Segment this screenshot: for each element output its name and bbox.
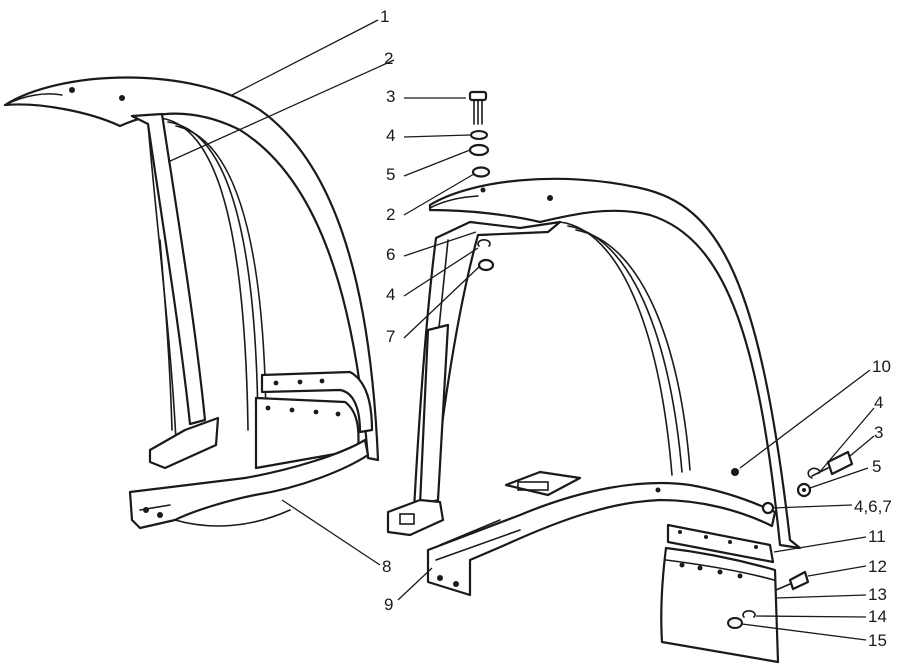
lock-washer-4 (477, 239, 491, 247)
top-hardware-stack (468, 90, 495, 272)
callout-12: 12 (868, 557, 887, 576)
bolt-side (826, 450, 854, 476)
callout-14: 14 (868, 607, 887, 626)
callout-1: 1 (380, 7, 389, 26)
step-pad (504, 470, 582, 497)
callout-15: 15 (868, 631, 887, 650)
callout-8: 8 (382, 557, 391, 576)
right-fender-assembly (386, 177, 854, 664)
lock-washer-top (470, 130, 488, 140)
callout-6: 6 (386, 245, 395, 264)
callout-5-side: 5 (872, 457, 881, 476)
callout-10: 10 (872, 357, 891, 376)
washer-7 (477, 258, 495, 272)
callout-3-top: 3 (386, 87, 395, 106)
callout-5-top: 5 (386, 165, 395, 184)
callout-2-lower: 2 (386, 205, 395, 224)
callout-9: 9 (384, 595, 393, 614)
right-fender-shell (428, 177, 802, 550)
mount-hole-10 (731, 468, 739, 476)
rubber-strip (666, 523, 775, 564)
bolt-head-top (468, 90, 488, 102)
callout-4-mid: 4 (386, 285, 395, 304)
callout-4-side: 4 (874, 393, 883, 412)
right-bracket-foot (386, 498, 445, 537)
nut-15 (727, 617, 743, 629)
callout-11: 11 (868, 527, 886, 546)
flat-washer-top (468, 143, 490, 157)
mud-flap (660, 546, 780, 664)
callout-13: 13 (868, 585, 887, 604)
lock-washer-side (807, 467, 821, 479)
callout-4-6-7: 4,6,7 (854, 497, 892, 516)
left-lower-strip (260, 370, 374, 434)
bolt-12 (788, 570, 810, 591)
callout-2-upper: 2 (384, 49, 393, 68)
callout-7: 7 (386, 327, 395, 346)
callout-labels: 1 2 3 4 5 2 6 4 7 10 4 3 5 4,6,7 11 12 1… (380, 7, 892, 650)
lock-washer-14 (742, 610, 756, 618)
callout-4-top: 4 (386, 126, 395, 145)
right-support-frame (426, 481, 777, 597)
leader-lines (167, 19, 875, 641)
left-bracket-foot (148, 416, 220, 470)
left-support-frame (128, 438, 370, 530)
left-bracket (130, 112, 207, 426)
left-fender-assembly (3, 76, 380, 530)
callout-3-side: 3 (874, 423, 883, 442)
